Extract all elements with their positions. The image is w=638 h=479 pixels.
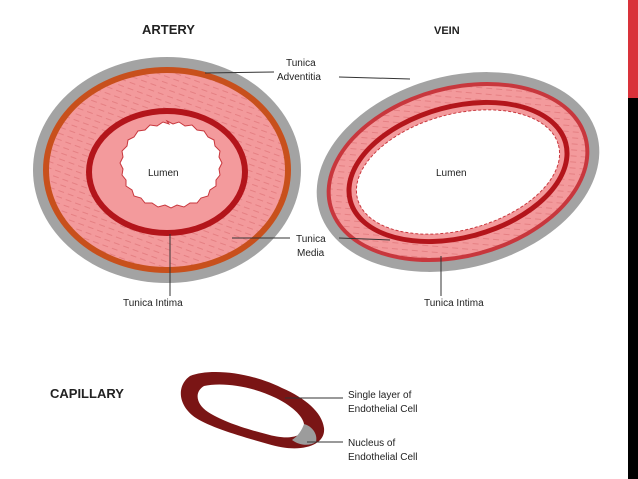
artery-cross-section	[33, 57, 301, 283]
label-vein-lumen: Lumen	[436, 168, 467, 179]
vein-lumen	[355, 109, 561, 235]
artery-lumen	[119, 119, 223, 209]
label-tunica-adventitia-1: Tunica	[286, 58, 316, 69]
line-adventitia-artery	[204, 71, 275, 74]
side-bar-black	[628, 98, 638, 479]
heading-capillary: CAPILLARY	[50, 386, 124, 401]
label-artery-lumen: Lumen	[148, 168, 179, 179]
capillary-nucleus	[292, 424, 317, 445]
label-single-layer-1: Single layer of	[348, 390, 412, 401]
line-media-vein	[338, 237, 391, 241]
heading-vein: VEIN	[434, 25, 460, 37]
label-single-layer-2: Endothelial Cell	[348, 404, 418, 415]
label-artery-intima: Tunica Intima	[123, 298, 183, 309]
heading-artery: ARTERY	[142, 22, 195, 37]
capillary-lumen	[197, 384, 305, 438]
label-tunica-media-2: Media	[297, 248, 325, 259]
vein-cross-section	[316, 72, 600, 272]
label-nucleus-1: Nucleus of	[348, 438, 395, 449]
label-tunica-adventitia-2: Adventitia	[277, 72, 321, 83]
leader-lines	[169, 71, 442, 443]
line-adventitia-vein	[338, 76, 411, 80]
label-tunica-media-1: Tunica	[296, 234, 326, 245]
capillary-cross-section	[180, 372, 325, 449]
side-bar-red	[628, 0, 638, 98]
label-vein-intima: Tunica Intima	[424, 298, 484, 309]
label-nucleus-2: Endothelial Cell	[348, 452, 418, 463]
